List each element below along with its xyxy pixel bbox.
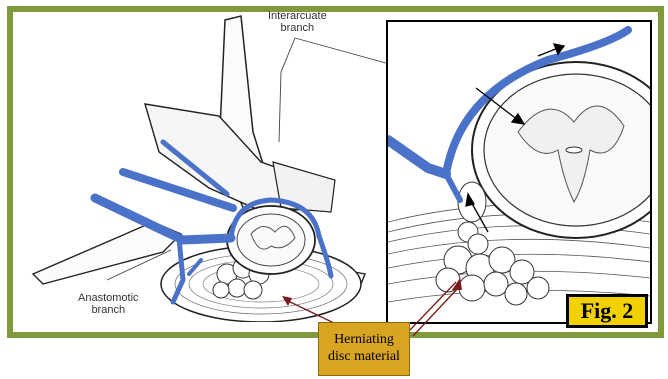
- anastomotic-label-line2: branch: [78, 304, 139, 316]
- magnified-illustration: [388, 22, 650, 322]
- interarcuate-label-line2: branch: [268, 22, 327, 34]
- herniating-disc-callout: Herniating disc material: [318, 322, 410, 376]
- callout-line1: Herniating: [319, 331, 409, 348]
- facet: [273, 162, 335, 212]
- interarcuate-leader: [279, 38, 295, 142]
- interarcuate-label-line1: Interarcuate: [268, 10, 327, 22]
- interarcuate-branch-label: Interarcuate branch: [268, 10, 327, 34]
- magnified-inset: [386, 20, 652, 324]
- anastomotic-branch-label: Anastomotic branch: [78, 292, 139, 316]
- callout-line2: disc material: [319, 348, 409, 365]
- interarcuate-link: [295, 38, 386, 98]
- vertebra-illustration: [13, 12, 386, 322]
- figure-number-tag: Fig. 2: [566, 294, 648, 328]
- anastomotic-label-line1: Anastomotic: [78, 292, 139, 304]
